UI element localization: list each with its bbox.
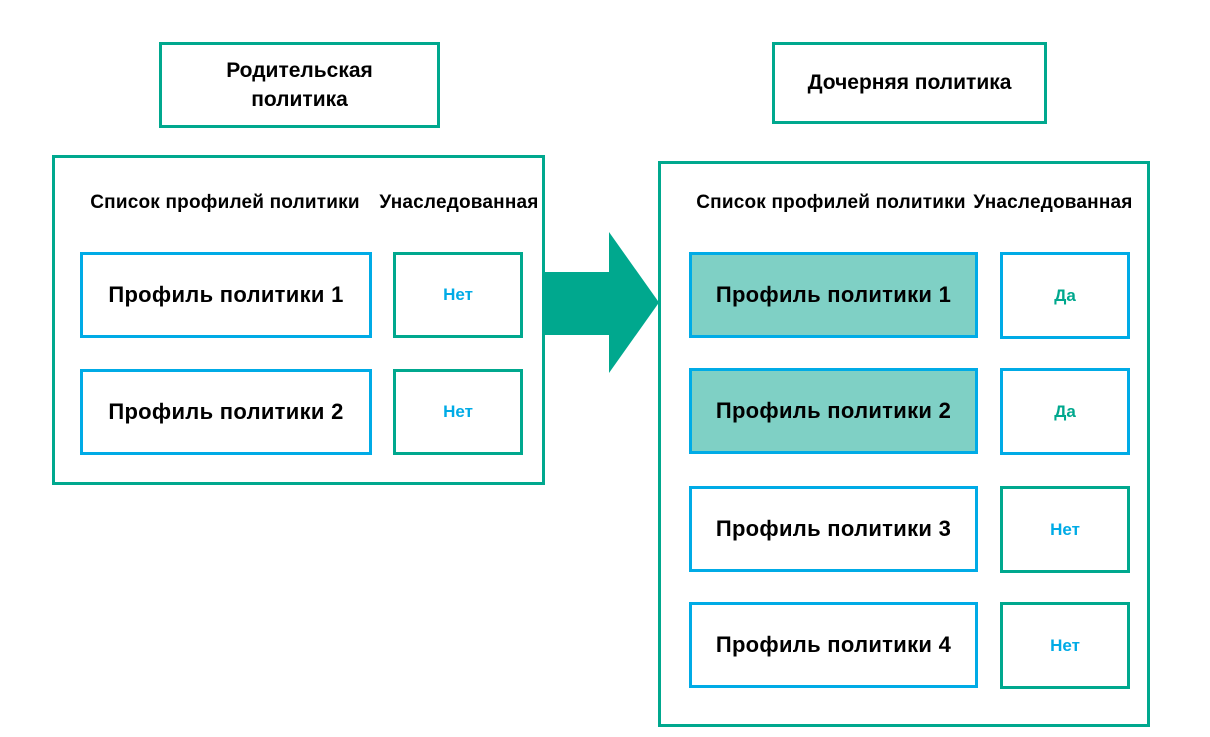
child-inherited-status-box-4: Нет [1000, 602, 1130, 689]
parent-profiles-column-header: Список профилей политики [90, 192, 360, 213]
child-policy-profile-box-4: Профиль политики 4 [689, 602, 978, 688]
inheritance-arrow-icon [545, 232, 659, 373]
parent-policy-title-box: Родительская политика [159, 42, 440, 128]
child-inherited-status-box-1: Да [1000, 252, 1130, 339]
parent-inherited-column-header: Унаследованная [379, 192, 539, 213]
child-inherited-status-box-3: Нет [1000, 486, 1130, 573]
parent-policy-profile-box-1: Профиль политики 1 [80, 252, 372, 338]
child-inherited-status-box-2: Да [1000, 368, 1130, 455]
child-policy-profile-box-1: Профиль политики 1 [689, 252, 978, 338]
child-policy-profile-box-3: Профиль политики 3 [689, 486, 978, 572]
child-policy-profile-box-2: Профиль политики 2 [689, 368, 978, 454]
parent-inherited-status-box-2: Нет [393, 369, 523, 455]
child-inherited-column-header: Унаследованная [973, 192, 1133, 213]
child-policy-title: Дочерняя политика [807, 71, 1012, 95]
child-profiles-column-header: Список профилей политики [696, 192, 966, 213]
parent-policy-title: Родительская политика [226, 58, 373, 111]
parent-policy-profile-box-2: Профиль политики 2 [80, 369, 372, 455]
parent-inherited-status-box-1: Нет [393, 252, 523, 338]
child-policy-title-box: Дочерняя политика [772, 42, 1047, 124]
